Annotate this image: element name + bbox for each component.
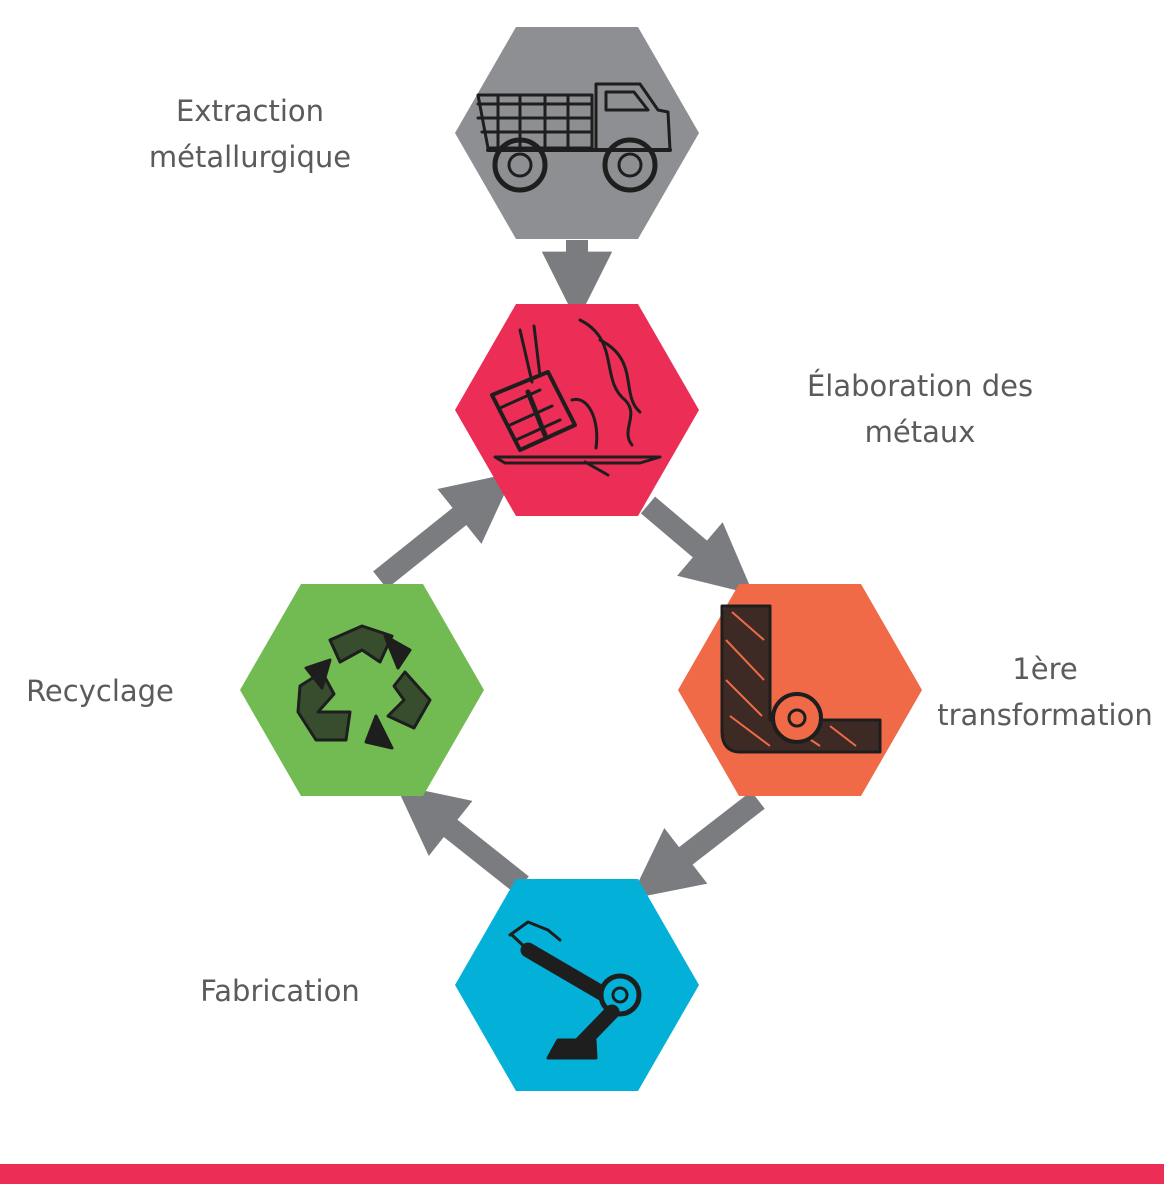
label-recycling: Recyclage — [0, 668, 200, 714]
label-transformation: 1ère transformation — [900, 646, 1164, 739]
ladle-pouring-icon — [490, 318, 662, 477]
arrow-fabrication-to-recycling — [395, 784, 529, 894]
label-fabrication: Fabrication — [150, 968, 410, 1014]
label-transformation-line1: 1ère — [1012, 652, 1078, 686]
bottom-accent-bar — [0, 1164, 1164, 1184]
label-elaboration-line2: métaux — [864, 415, 976, 450]
label-extraction-line1: Extraction — [175, 94, 325, 128]
label-extraction-line2: métallurgique — [148, 140, 352, 175]
robot-arm-icon — [508, 920, 642, 1060]
label-fabrication-line1: Fabrication — [200, 974, 360, 1008]
label-extraction: Extraction métallurgique — [100, 88, 400, 181]
hexagon-elaboration — [455, 304, 699, 516]
flow-arrows — [373, 240, 765, 899]
arrow-recycling-to-elaboration — [373, 472, 515, 589]
recycle-icon — [296, 624, 432, 750]
arrow-elaboration-to-transformation — [640, 496, 754, 595]
label-elaboration-line1: Élaboration des — [806, 369, 1034, 403]
arrow-transformation-to-fabrication — [630, 791, 765, 899]
dump-truck-icon — [476, 82, 672, 193]
label-elaboration: Élaboration des métaux — [770, 363, 1070, 456]
metal-profile-icon — [720, 604, 882, 754]
label-transformation-line2: transformation — [937, 698, 1153, 733]
hexagon-transformation — [678, 584, 922, 796]
hexagon-recycling — [240, 584, 484, 796]
label-recycling-line1: Recyclage — [26, 674, 174, 708]
